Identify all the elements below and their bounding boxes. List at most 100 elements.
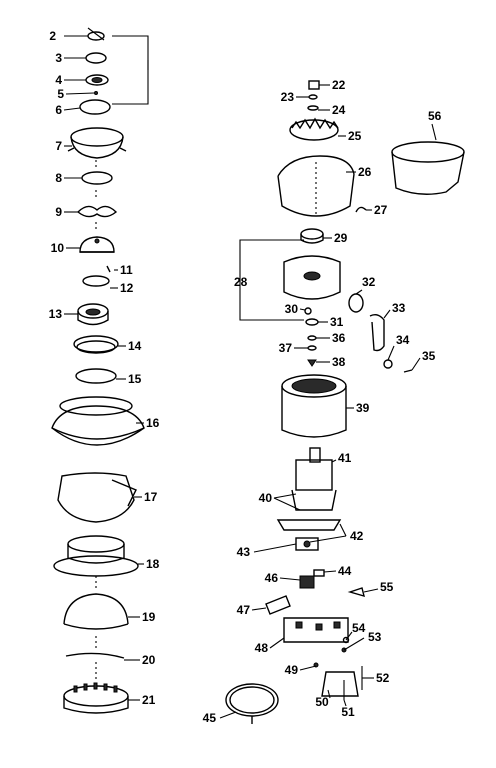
part-56 — [391, 141, 465, 195]
label-23: 23 — [281, 90, 295, 104]
label-12: 12 — [120, 281, 134, 295]
part-27 — [355, 206, 367, 213]
label-2: 2 — [49, 29, 56, 43]
label-55: 55 — [380, 580, 394, 594]
part-3 — [85, 52, 107, 64]
part-14 — [73, 335, 119, 354]
label-38: 38 — [332, 355, 346, 369]
label-36: 36 — [332, 331, 346, 345]
part-13 — [77, 303, 109, 326]
part-55 — [347, 587, 365, 598]
label-26: 26 — [358, 165, 372, 179]
label-17: 17 — [144, 490, 158, 504]
label-49: 49 — [285, 663, 299, 677]
label-25: 25 — [348, 129, 362, 143]
label-33: 33 — [392, 301, 406, 315]
label-27: 27 — [374, 203, 388, 217]
label-45: 45 — [203, 711, 217, 725]
part-10 — [79, 236, 115, 253]
label-9: 9 — [55, 205, 62, 219]
label-19: 19 — [142, 610, 156, 624]
left-column-parts — [51, 27, 145, 714]
part-number-labels: 2 3 4 5 6 7 8 9 10 11 12 13 14 15 16 17 … — [49, 29, 442, 725]
part-19 — [63, 593, 129, 630]
label-18: 18 — [146, 557, 160, 571]
part-16 — [51, 396, 145, 446]
part-5 — [94, 91, 98, 95]
part-37 — [307, 345, 317, 351]
label-48: 48 — [255, 641, 269, 655]
label-5: 5 — [57, 87, 64, 101]
label-29: 29 — [334, 231, 348, 245]
part-44 — [313, 569, 325, 577]
part-48 — [283, 617, 349, 643]
part-12 — [82, 275, 110, 287]
label-51: 51 — [341, 705, 355, 719]
label-13: 13 — [49, 307, 63, 321]
part-18 — [53, 535, 139, 577]
label-43: 43 — [237, 545, 251, 559]
part-47 — [265, 595, 291, 615]
label-8: 8 — [55, 171, 62, 185]
label-35: 35 — [422, 349, 436, 363]
part-6 — [79, 99, 111, 115]
part-32 — [348, 293, 364, 313]
label-28: 28 — [234, 275, 248, 289]
label-39: 39 — [356, 401, 370, 415]
label-22: 22 — [332, 78, 346, 92]
label-40: 40 — [259, 491, 273, 505]
part-33 — [369, 313, 385, 352]
label-46: 46 — [265, 571, 279, 585]
part-21 — [63, 682, 129, 714]
part-50 — [321, 671, 359, 697]
part-39 — [281, 374, 347, 438]
leader-lines — [63, 35, 437, 719]
label-31: 31 — [330, 315, 344, 329]
part-45 — [225, 683, 279, 724]
part-43 — [295, 537, 319, 551]
label-34: 34 — [396, 333, 410, 347]
label-10: 10 — [51, 241, 65, 255]
part-36 — [307, 335, 317, 341]
part-25 — [289, 117, 339, 141]
label-52: 52 — [376, 671, 390, 685]
label-56: 56 — [428, 109, 442, 123]
part-9 — [76, 205, 118, 218]
part-20 — [65, 652, 125, 659]
part-38 — [307, 359, 317, 367]
part-35 — [403, 369, 413, 373]
label-16: 16 — [146, 416, 160, 430]
part-4 — [85, 74, 109, 86]
part-26 — [277, 155, 355, 217]
part-40 — [291, 489, 337, 511]
part-41 — [295, 447, 333, 491]
label-4: 4 — [55, 73, 62, 87]
label-15: 15 — [128, 372, 142, 386]
label-20: 20 — [142, 653, 156, 667]
part-46 — [299, 575, 315, 589]
part-23 — [308, 94, 318, 100]
bracket-2-6 — [112, 35, 149, 105]
label-42: 42 — [350, 529, 364, 543]
label-32: 32 — [362, 275, 376, 289]
part-7 — [67, 127, 127, 159]
label-30: 30 — [285, 302, 299, 316]
label-3: 3 — [55, 51, 62, 65]
part-22 — [308, 80, 320, 90]
label-44: 44 — [338, 564, 352, 578]
part-11 — [106, 265, 111, 273]
label-50: 50 — [315, 695, 329, 709]
part-2 — [87, 27, 105, 41]
right-column-parts — [225, 80, 465, 724]
label-14: 14 — [128, 339, 142, 353]
label-41: 41 — [338, 451, 352, 465]
part-34 — [383, 359, 393, 369]
part-30 — [304, 307, 312, 315]
label-24: 24 — [332, 103, 346, 117]
part-8 — [81, 171, 113, 185]
label-53: 53 — [368, 630, 382, 644]
part-24 — [307, 105, 319, 111]
label-6: 6 — [55, 103, 62, 117]
part-17 — [57, 472, 137, 523]
